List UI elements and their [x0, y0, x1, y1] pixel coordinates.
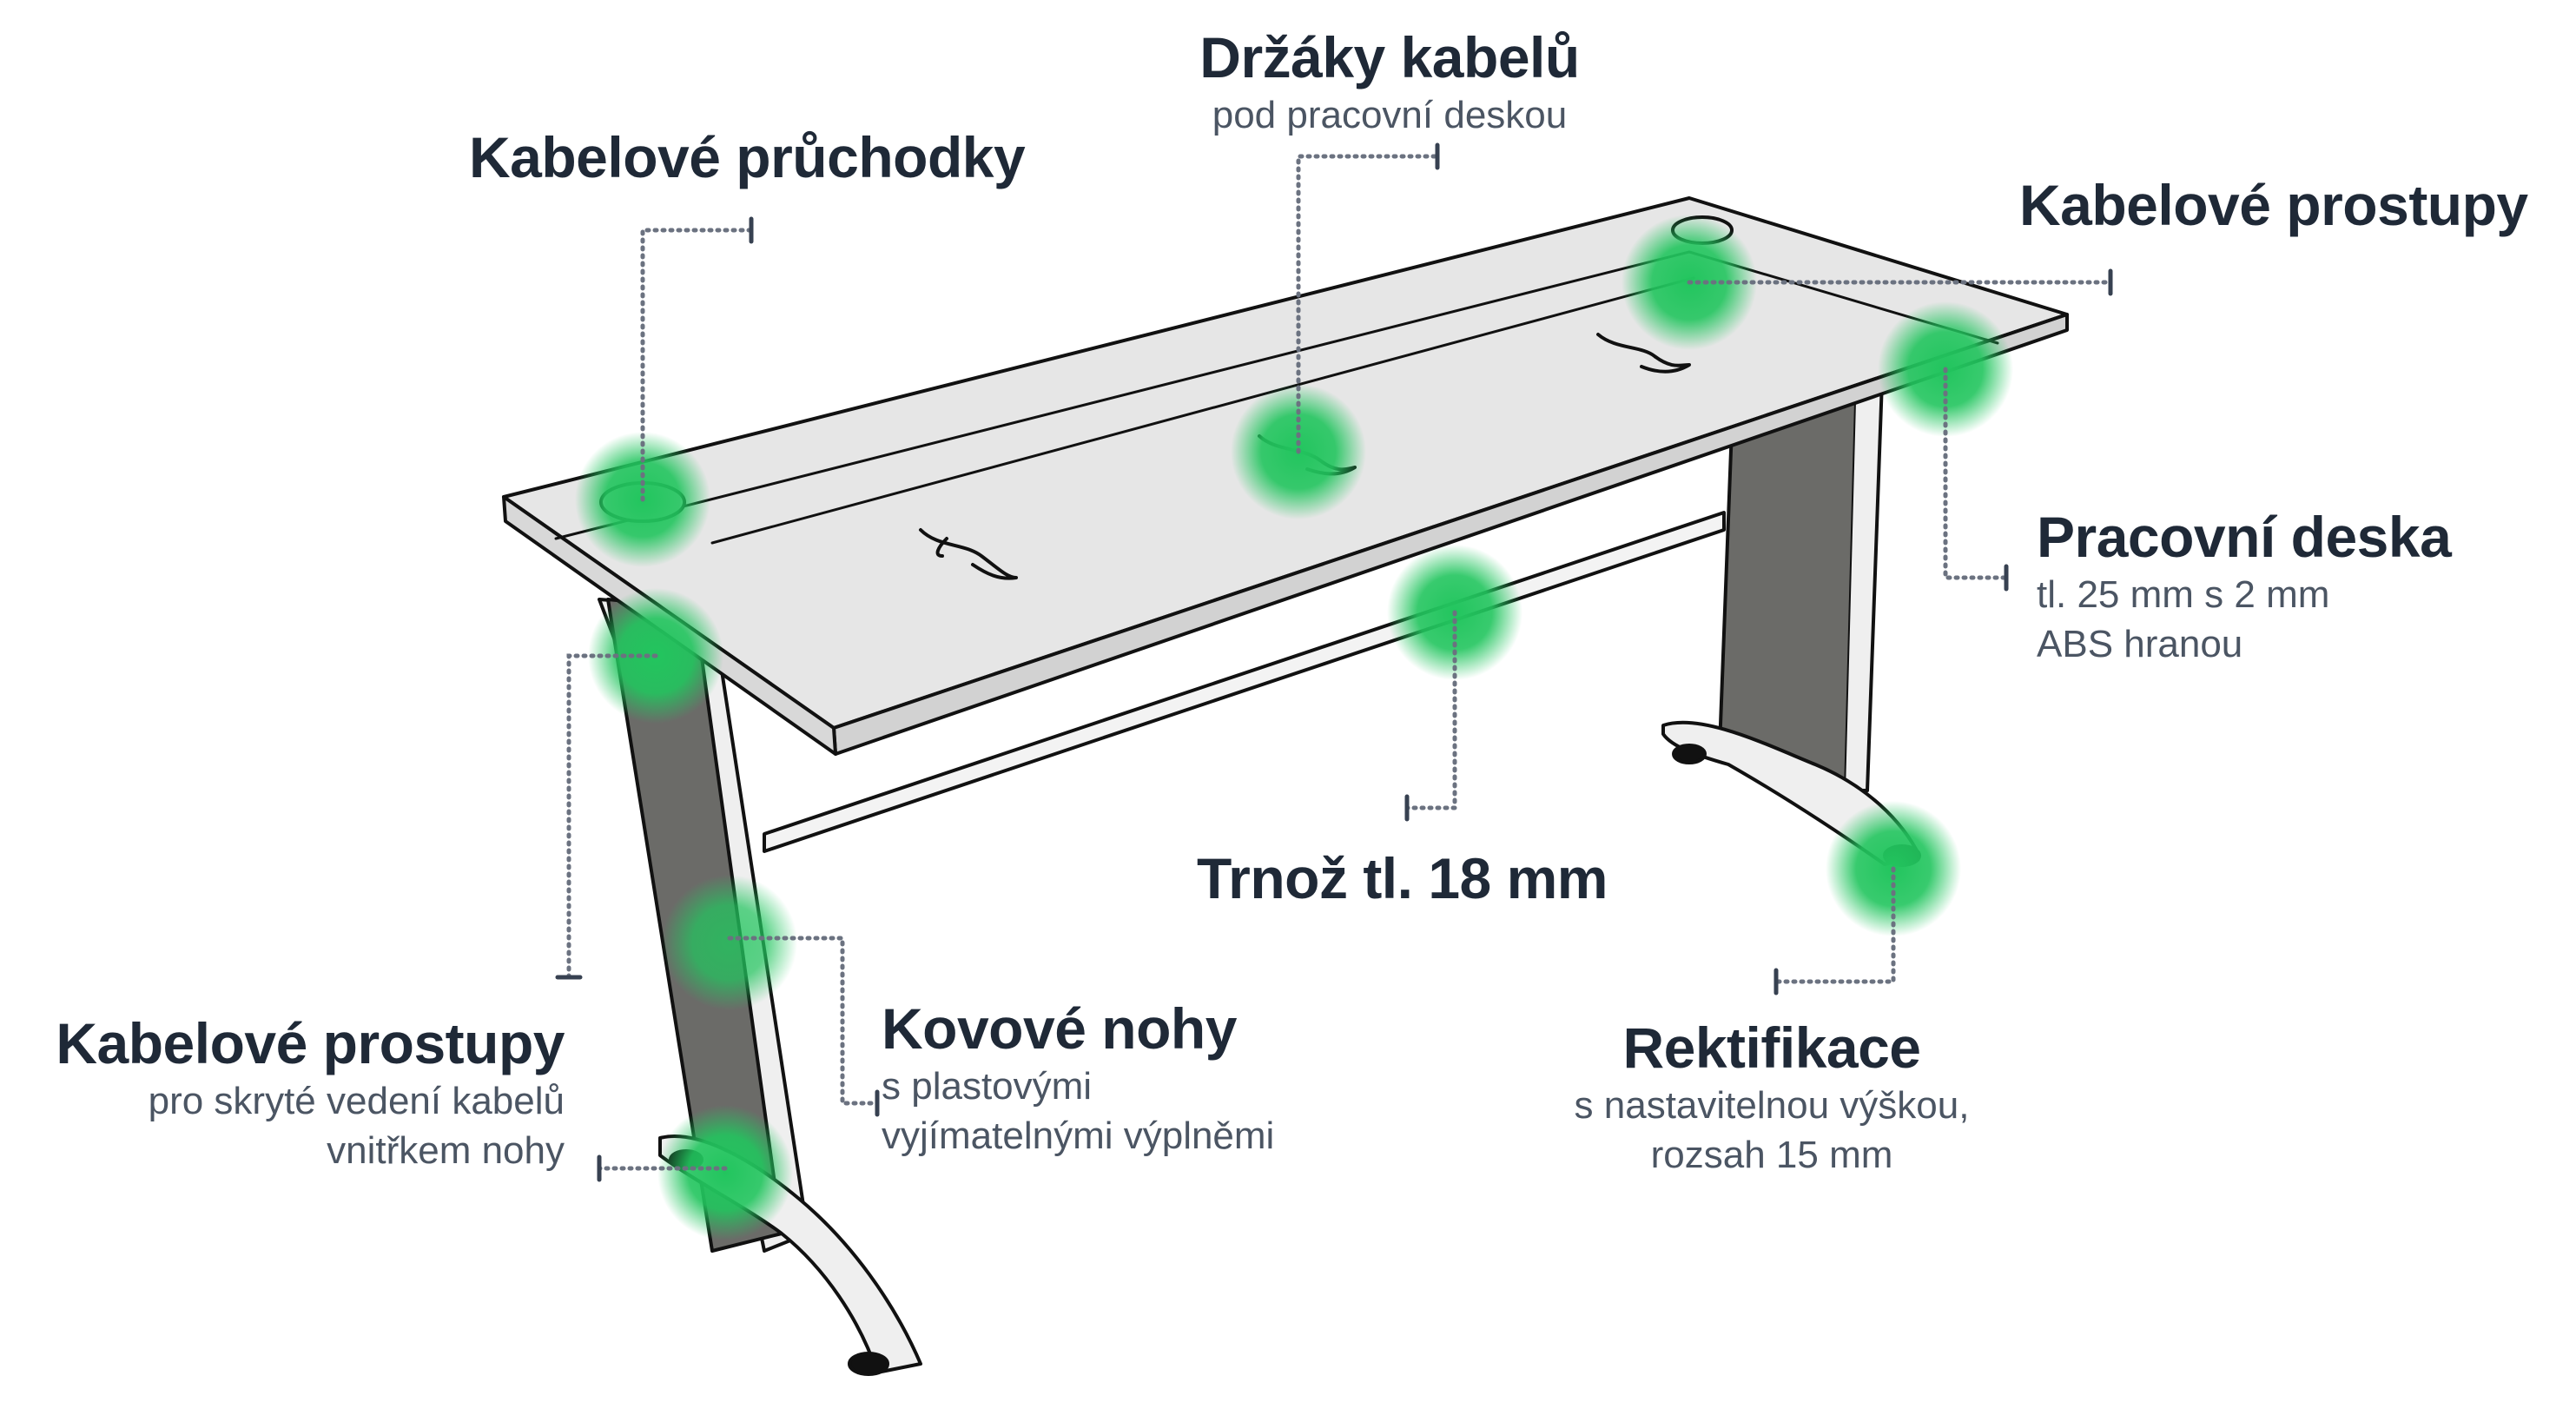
callout-subtitle: pod pracovní deskou: [1212, 93, 1568, 136]
leader-kabelove-pruchodky: [640, 228, 754, 502]
highlight-metal-leg: [662, 875, 797, 1010]
callout-drzaky-kabelu: Držáky kabelů pod pracovní deskou: [1129, 25, 1650, 140]
highlight-leg-foot: [657, 1105, 793, 1240]
callout-subtitle-line2: ABS hranou: [2037, 623, 2243, 666]
callout-title: Držáky kabelů: [1199, 25, 1580, 89]
callout-trnoz: Trnož tl. 18 mm: [1197, 846, 1608, 911]
callout-subtitle-line2: vnitřkem nohy: [327, 1129, 565, 1173]
leader-trnoz: [1404, 610, 1457, 810]
callout-title: Kovové nohy: [882, 996, 1237, 1061]
desktop-rail-inner: [710, 276, 1695, 545]
cable-holder-3: [1596, 333, 1691, 374]
callout-kabelove-prostupy-leg: Kabelové prostupy pro skryté vedení kabe…: [17, 1011, 565, 1175]
callout-subtitle-line2: rozsah 15 mm: [1650, 1134, 1893, 1177]
back-right-foot-cap: [1672, 744, 1707, 764]
leader-lines: [566, 154, 2113, 1171]
callout-title: Kabelové prostupy: [56, 1011, 565, 1075]
callout-subtitle-line1: s plastovými: [882, 1064, 1093, 1108]
cable-holder-1: [919, 528, 1018, 580]
leader-ticks: [555, 142, 2113, 1182]
callout-subtitle-line1: pro skryté vedení kabelů: [148, 1079, 565, 1122]
leader-kabelove-prostupy-leg: [566, 653, 658, 980]
leader-rektifikace: [1773, 866, 1896, 984]
callout-subtitle-line2: vyjímatelnými výplněmi: [882, 1115, 1275, 1158]
front-left-foot-cap: [848, 1352, 889, 1376]
callout-subtitle-line1: s nastavitelnou výškou,: [1574, 1083, 1970, 1127]
callout-title: Kabelové prostupy: [2019, 173, 2528, 237]
leader-pracovni-deska: [1943, 367, 2009, 580]
callout-title: Kabelové průchodky: [469, 125, 1026, 189]
callout-title: Rektifikace: [1622, 1015, 1921, 1080]
callout-pracovni-deska: Pracovní deska tl. 25 mm s 2 mm ABS hran…: [2037, 505, 2452, 669]
callout-kovove-nohy: Kovové nohy s plastovými vyjímatelnými v…: [882, 996, 1275, 1161]
callout-subtitle-line1: tl. 25 mm s 2 mm: [2037, 572, 2330, 616]
leader-drzaky-kabelu: [1296, 154, 1440, 454]
callout-title: Trnož tl. 18 mm: [1197, 846, 1608, 910]
callout-title: Pracovní deska: [2037, 505, 2452, 569]
leader-kovove-nohy: [727, 936, 880, 1106]
callout-rektifikace: Rektifikace s nastavitelnou výškou, rozs…: [1529, 1015, 2015, 1180]
callout-kabelove-pruchodky: Kabelové průchodky: [469, 125, 1026, 190]
callout-kabelove-prostupy-top: Kabelové prostupy: [2019, 173, 2528, 238]
